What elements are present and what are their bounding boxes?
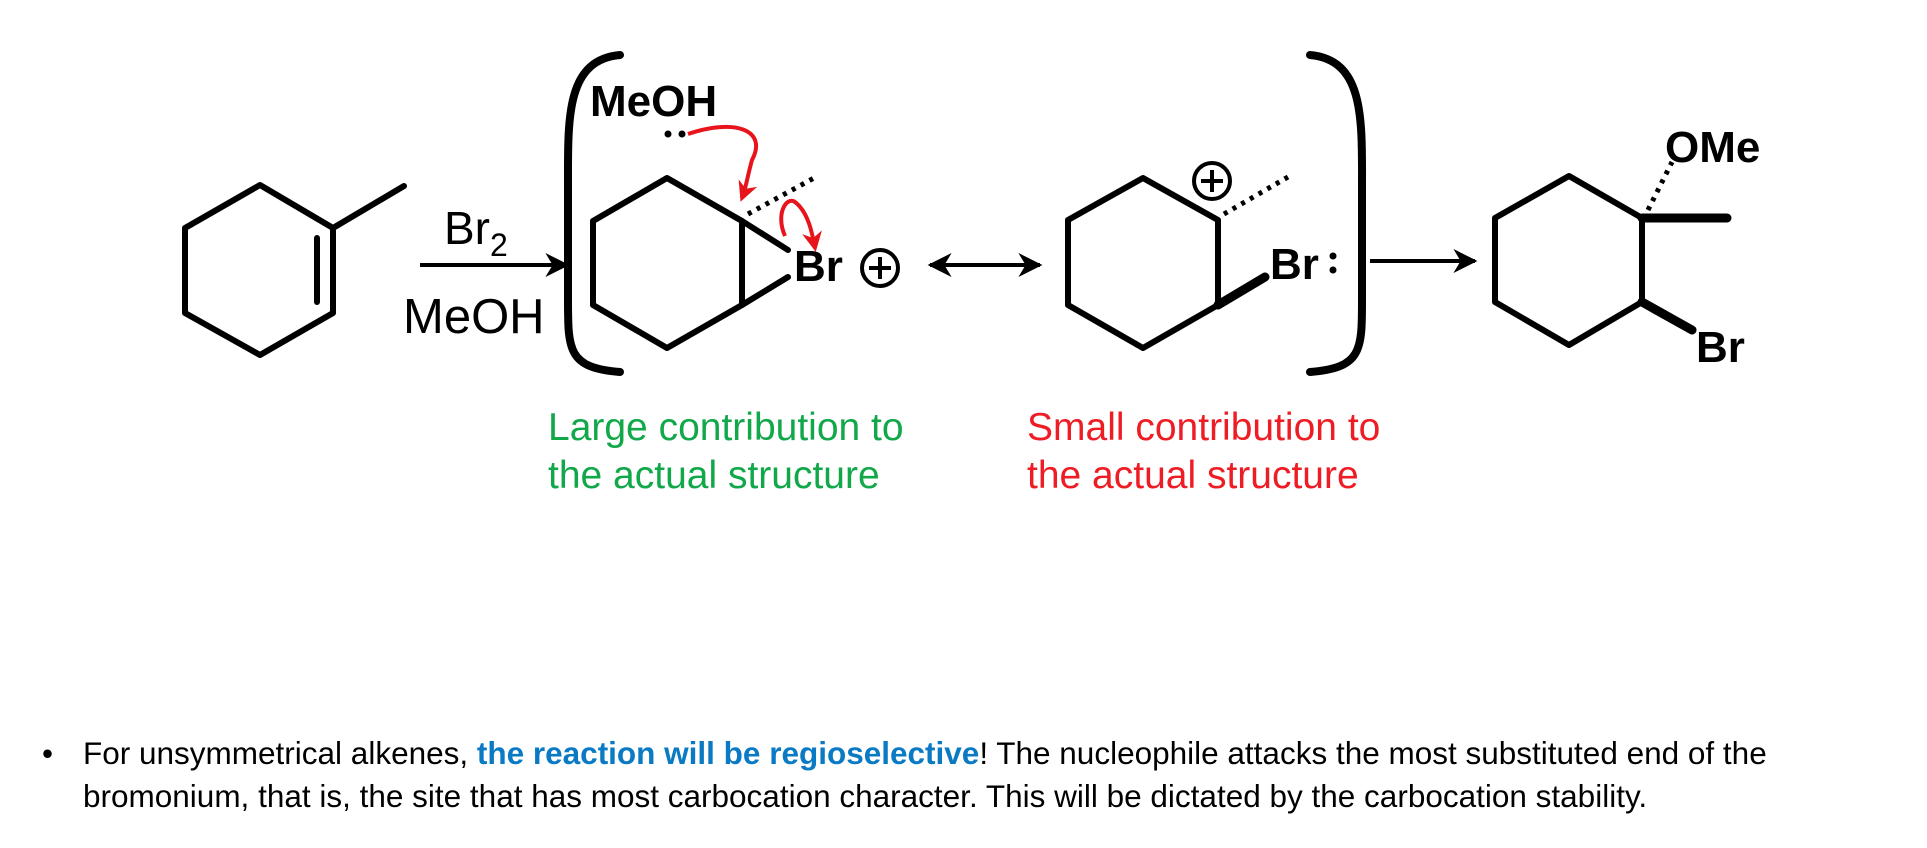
bullet-marker: •	[42, 735, 54, 771]
lone-pair-dot	[678, 130, 686, 138]
product-structure: OMe Br	[1492, 123, 1760, 372]
carbocation-structure: Br	[1065, 161, 1337, 351]
bullet-text-pre: For unsymmetrical alkenes,	[83, 735, 477, 771]
caption-large-contribution: Large contribution to the actual structu…	[548, 404, 904, 500]
caption-line: Large contribution to	[548, 406, 904, 449]
caption-line: Small contribution to	[1027, 406, 1381, 449]
carbocation-br: Br	[1270, 240, 1319, 289]
lone-pair-dot	[1329, 252, 1337, 260]
caption-line: the actual structure	[1027, 454, 1359, 497]
product-ome: OMe	[1665, 123, 1760, 172]
curved-arrow-bond-break	[779, 198, 822, 252]
caption-line: the actual structure	[548, 454, 880, 497]
bromonium-br: Br	[794, 242, 843, 291]
lone-pair-dot	[664, 130, 672, 138]
bullet-text-post: ! The nucleophile attacks the most subst…	[83, 735, 1767, 814]
positive-charge-icon	[860, 248, 900, 288]
positive-charge-icon	[1192, 161, 1232, 201]
lone-pair-dot	[1329, 266, 1337, 274]
product-br: Br	[1696, 323, 1745, 372]
bromonium-structure: Br MeOH	[590, 77, 900, 351]
reagent-br2: Br2	[444, 202, 508, 263]
bullet-text: For unsymmetrical alkenes, the reaction …	[83, 732, 1922, 818]
explanation-bullet: • For unsymmetrical alkenes, the reactio…	[42, 732, 1922, 818]
curved-arrow-attack	[687, 124, 759, 202]
left-bracket	[563, 51, 624, 376]
right-bracket	[1306, 51, 1367, 376]
reagent-arrow: Br2 MeOH	[403, 202, 570, 344]
nucleophile-meoh: MeOH	[590, 77, 717, 126]
methylcyclohexene	[182, 182, 407, 358]
reagent-meoh: MeOH	[403, 290, 545, 344]
caption-small-contribution: Small contribution to the actual structu…	[1027, 404, 1380, 500]
bullet-highlight: the reaction will be regioselective	[476, 735, 980, 771]
